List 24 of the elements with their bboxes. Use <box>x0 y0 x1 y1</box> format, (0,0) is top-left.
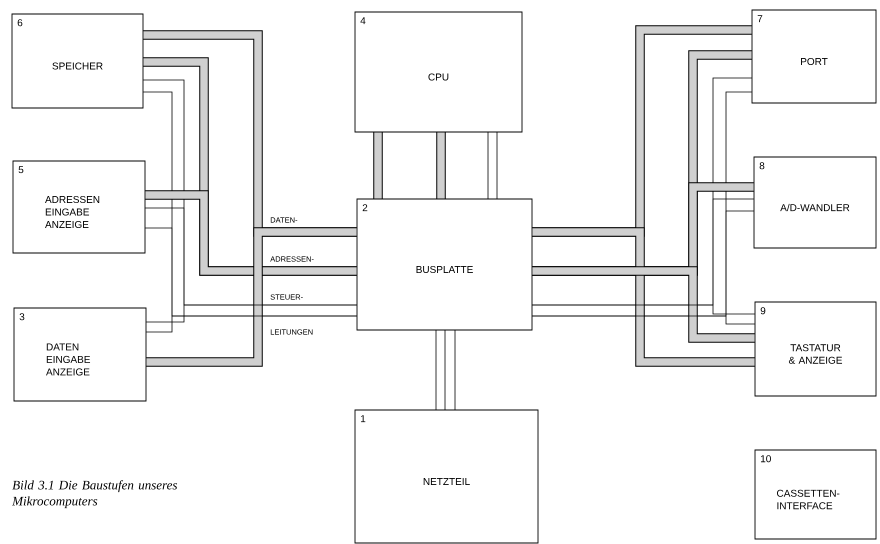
module-box: 10 CASSETTEN-INTERFACE <box>754 450 876 540</box>
bus-line <box>532 266 755 343</box>
bus-line <box>436 132 446 199</box>
module-box: 4 CPU <box>354 12 522 132</box>
signal-line <box>146 304 357 322</box>
signal-line <box>496 132 498 199</box>
module-box: 9 TASTATUR & ANZEIGE <box>754 302 876 396</box>
signal-line <box>444 330 446 410</box>
module-box: 8 A/D-WANDLER <box>754 156 876 248</box>
module-box: 3 DATEN EINGABE ANZEIGE <box>14 308 146 402</box>
module-box: 2 BUSPLATTE <box>356 198 532 330</box>
signal-line <box>454 330 456 410</box>
module-box: 7 PORT <box>752 10 876 104</box>
signal-line <box>146 316 357 332</box>
bus-line <box>532 227 755 367</box>
module-box: 1 NETZTEIL <box>354 410 538 544</box>
module-box: 5 ADRESSEN EINGABE ANZEIGE <box>12 160 146 254</box>
signal-line <box>532 316 755 324</box>
signal-line <box>532 304 755 314</box>
module-box: 6 SPEICHER <box>12 14 144 108</box>
bus-line <box>373 132 383 199</box>
bus-line <box>146 227 357 367</box>
bus-line <box>145 190 357 276</box>
caption: Bild 3.1 Die Baustufen unseres Mikrocomputers <box>12 480 178 508</box>
